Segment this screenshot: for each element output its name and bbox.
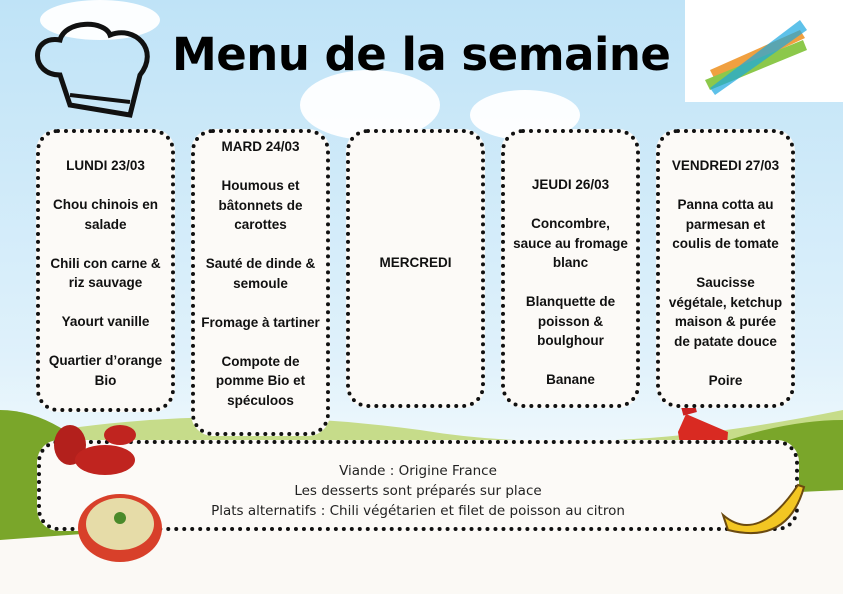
day-card-jeudi: JEUDI 26/03 Concombre, sauce au fromage … [501,129,640,408]
day-card-mardi: MARD 24/03 Houmous et bâtonnets de carot… [191,129,330,436]
day-card-vendredi: VENDREDI 27/03 Panna cotta au parmesan e… [656,129,795,408]
menu-item: Saucisse végétale, ketchup maison & puré… [668,275,783,349]
note: Plats alternatifs : Chili végétarien et … [211,503,625,519]
menu-item: Quartier d’orange Bio [48,353,163,388]
menu-item: Chou chinois en salade [52,197,158,232]
chef-hat-icon [35,21,150,118]
day-card-lundi: LUNDI 23/03 Chou chinois en salade Chili… [36,129,175,412]
menu-item: Banane [546,372,595,387]
menu-item: Chili con carne & riz sauvage [50,255,161,291]
day-title: VENDREDI 27/03 [671,158,780,173]
beans-icon [54,425,136,475]
cloud [300,70,440,140]
day-title: MERCREDI [379,255,452,270]
day-title: MARD 24/03 [221,139,300,154]
menu-item: Concombre, sauce au fromage blanc [513,216,628,270]
day-title: LUNDI 23/03 [66,158,145,173]
notes-box: Viande : Origine France Les desserts son… [37,440,799,531]
day-card-mercredi: MERCREDI [346,129,485,408]
day-title: JEUDI 26/03 [531,177,610,192]
menu-item: Yaourt vanille [61,314,150,329]
note: Les desserts sont préparés sur place [294,483,542,499]
menu-item: Compote de pomme Bio et spéculoos [215,353,306,408]
banana-icon [720,483,806,535]
menu-item: Panna cotta au parmesan et coulis de tom… [672,197,779,251]
menu-item: Houmous et bâtonnets de carottes [218,178,303,232]
menu-item: Fromage à tartiner [201,314,320,330]
menu-item: Blanquette de poisson & boulghour [525,294,616,348]
cloud [40,0,160,40]
page-title: Menu de la semaine [172,28,671,81]
note: Viande : Origine France [339,463,497,479]
menu-item: Sauté de dinde & semoule [205,256,316,291]
hummus-bowl-icon [78,494,162,562]
menu-item: Poire [708,372,743,388]
saint-sauveur-logo [685,0,843,102]
